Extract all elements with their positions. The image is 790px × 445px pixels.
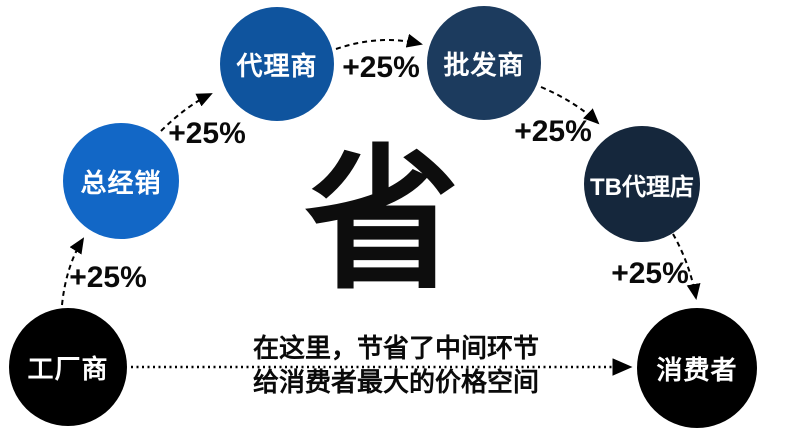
increment-label-distributor-to-agent: +25%: [168, 117, 246, 150]
increment-label-tb-store-to-consumer: +25%: [611, 257, 689, 290]
node-wholesaler-label: 批发商: [443, 49, 525, 80]
center-save-character: 省: [304, 134, 460, 307]
node-general-distributor-label: 总经销: [80, 167, 162, 198]
increment-label-agent-to-wholesaler: +25%: [342, 51, 420, 84]
node-agent: 代理商: [220, 7, 334, 121]
arrow-factory-to-distributor: [61, 237, 85, 306]
caption-line-2: 给消费者最大的价格空间: [252, 367, 539, 397]
arrow-distributor-to-agent: [160, 93, 213, 132]
node-consumer: 消费者: [637, 308, 757, 428]
increment-label-wholesaler-to-tb-store: +25%: [514, 115, 592, 148]
node-agent-label: 代理商: [236, 50, 318, 81]
arrow-agent-to-wholesaler: [335, 33, 423, 50]
node-tb-agency-store: TB代理店: [584, 126, 700, 242]
node-tb-agency-store-label: TB代理店: [590, 173, 694, 201]
node-factory: 工厂商: [9, 308, 127, 426]
caption: 在这里，节省了中间环节 给消费者最大的价格空间: [238, 331, 554, 399]
node-wholesaler: 批发商: [427, 6, 541, 120]
increment-label-factory-to-distributor: +25%: [69, 261, 147, 294]
node-factory-label: 工厂商: [27, 353, 109, 384]
caption-line-1: 在这里，节省了中间环节: [252, 333, 539, 363]
node-consumer-label: 消费者: [656, 354, 738, 385]
node-general-distributor: 总经销: [63, 123, 179, 239]
